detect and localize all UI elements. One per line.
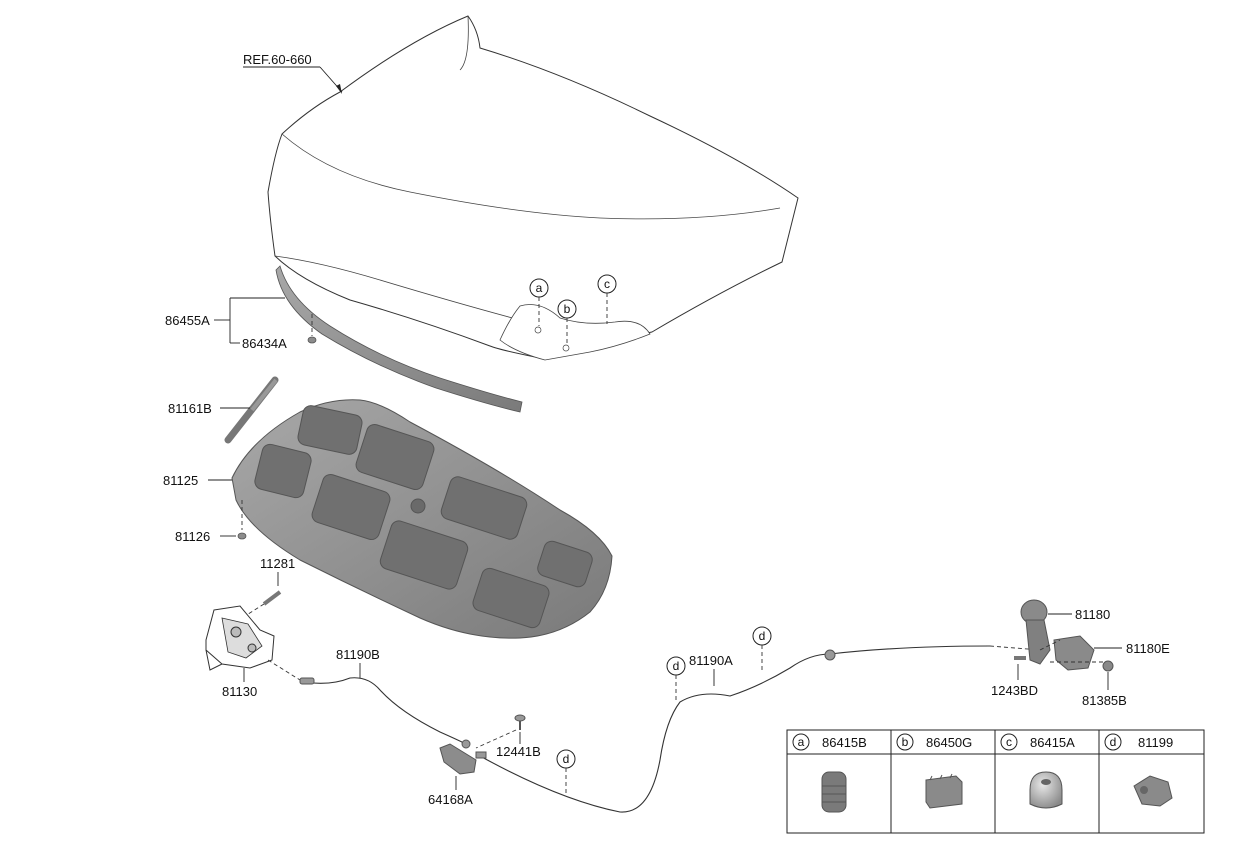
legend-part-c: 86415A xyxy=(1030,735,1075,750)
svg-text:d: d xyxy=(1110,735,1117,749)
svg-text:d: d xyxy=(759,629,766,643)
release-cable-front xyxy=(303,677,467,745)
label-81180E: 81180E xyxy=(1126,641,1170,656)
label-86455A: 86455A xyxy=(165,313,210,328)
label-81180: 81180 xyxy=(1075,607,1110,622)
hood-gas-strut xyxy=(224,376,279,444)
legend-cell-b: b 86450G xyxy=(896,733,972,809)
label-86434A: 86434A xyxy=(242,336,287,351)
label-1243BD: 1243BD xyxy=(991,683,1038,698)
callout-d-3: d xyxy=(556,749,576,796)
legend-cell-c: c 86415A xyxy=(1000,733,1075,809)
bumper-stop-icon xyxy=(821,771,847,813)
label-81190A: 81190A xyxy=(689,653,733,668)
cable-clip-icon xyxy=(1133,775,1173,807)
svg-text:b: b xyxy=(564,302,571,316)
ref-label: REF.60-660 xyxy=(243,52,312,67)
callout-c: c xyxy=(597,274,617,324)
callout-a: a xyxy=(529,278,549,326)
label-64168A: 64168A xyxy=(428,792,473,807)
svg-text:d: d xyxy=(673,659,680,673)
svg-text:c: c xyxy=(1006,735,1012,749)
legend-cell-a: a 86415B xyxy=(792,733,867,813)
label-12441B: 12441B xyxy=(496,744,541,759)
svg-text:a: a xyxy=(798,735,805,749)
legend-part-b: 86450G xyxy=(926,735,972,750)
bracket-64168A xyxy=(439,743,477,775)
label-81130: 81130 xyxy=(222,684,257,699)
label-81126: 81126 xyxy=(175,529,210,544)
callout-d-1: d xyxy=(666,656,686,702)
weatherstrip-seal xyxy=(275,265,523,413)
svg-text:a: a xyxy=(536,281,543,295)
label-81125: 81125 xyxy=(163,473,198,488)
hood-latch-assembly xyxy=(205,605,275,671)
legend-part-d: 81199 xyxy=(1138,735,1173,750)
pad-clip-icon xyxy=(925,773,963,809)
svg-text:c: c xyxy=(604,277,610,291)
callout-b: b xyxy=(557,299,577,344)
callout-d-2: d xyxy=(752,626,772,672)
label-81161B: 81161B xyxy=(168,401,212,416)
hood-panel xyxy=(267,15,799,361)
svg-text:d: d xyxy=(563,752,570,766)
rubber-stop-icon xyxy=(1029,771,1063,809)
label-81385B: 81385B xyxy=(1082,693,1127,708)
svg-text:b: b xyxy=(902,735,909,749)
legend-cell-d: d 81199 xyxy=(1104,733,1173,807)
parts-legend-table: a 86415B b 86450G c 86415A xyxy=(786,729,1205,834)
hood-release-handle xyxy=(1020,599,1095,671)
label-11281: 11281 xyxy=(260,556,295,571)
label-81190B: 81190B xyxy=(336,647,380,662)
legend-part-a: 86415B xyxy=(822,735,867,750)
clip-12441B xyxy=(514,714,526,730)
hood-insulator-pad xyxy=(231,399,613,639)
